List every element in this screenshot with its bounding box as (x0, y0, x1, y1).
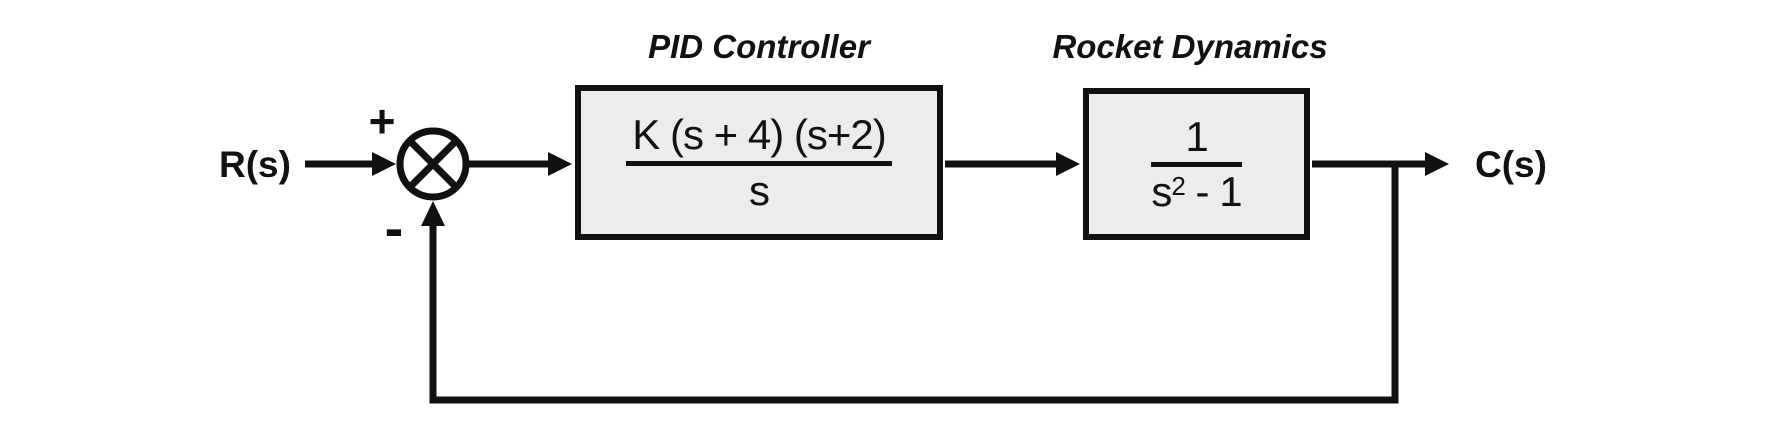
pid-transfer-function: K (s + 4) (s+2) s (626, 111, 892, 214)
summing-minus-sign: - (384, 196, 404, 259)
fraction-bar (626, 160, 892, 166)
pid-block-title: PID Controller (648, 28, 870, 65)
rocket-dynamics-block: 1 s2 - 1 (1083, 88, 1310, 240)
rocket-denominator: s2 - 1 (1151, 167, 1243, 215)
rocket-block-title: Rocket Dynamics (1052, 28, 1328, 65)
rocket-den-base: s (1151, 168, 1172, 215)
pid-to-rocket-arrow (945, 152, 1080, 176)
junction-to-pid-arrow (468, 152, 572, 176)
pid-controller-block: K (s + 4) (s+2) s (575, 85, 943, 240)
fraction-bar (1151, 162, 1242, 167)
summing-junction-icon (396, 127, 470, 201)
output-arrow (1312, 152, 1449, 176)
rocket-den-rest: - 1 (1184, 168, 1243, 215)
summing-plus-sign: + (368, 95, 396, 147)
feedback-path (421, 164, 1399, 404)
pid-numerator: K (s + 4) (s+2) (632, 111, 886, 159)
rocket-numerator: 1 (1185, 112, 1208, 160)
rocket-transfer-function: 1 s2 - 1 (1151, 112, 1243, 215)
pid-denominator: s (749, 166, 770, 214)
output-signal-label: C(s) (1475, 144, 1547, 185)
input-signal-label: R(s) (219, 144, 291, 185)
rocket-den-exponent: 2 (1171, 171, 1186, 202)
input-arrow (305, 152, 396, 176)
